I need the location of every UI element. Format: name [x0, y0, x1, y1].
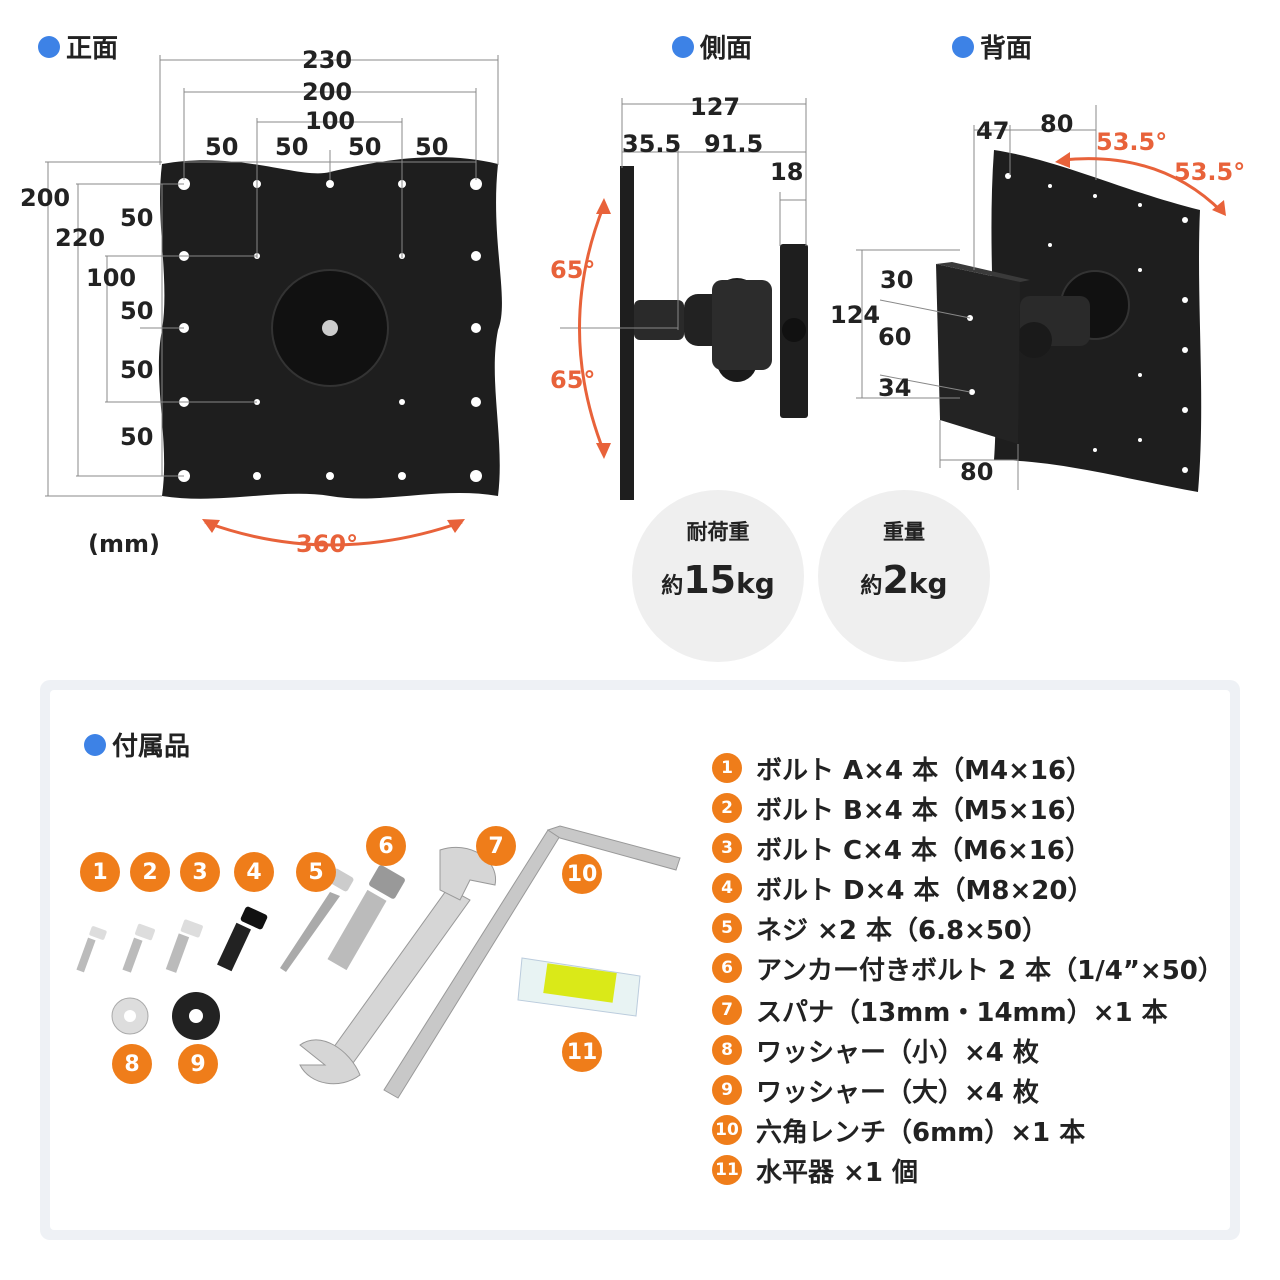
list-text: アンカー付きボルト 2 本（1/4”×50） [756, 955, 1224, 986]
list-item: 5 ネジ ×2 本（6.8×50） [712, 911, 1049, 946]
badge-label: 重量 [883, 520, 925, 544]
dim-front-h50c: 50 [120, 356, 154, 384]
dim-back-30: 30 [880, 266, 914, 294]
swivel-arrow [1061, 157, 1224, 214]
dim-front-50a: 50 [205, 133, 239, 161]
list-number: 8 [712, 1035, 742, 1065]
list-text: ボルト C×4 本（M6×16） [756, 835, 1091, 866]
badge-unit: kg [736, 567, 775, 600]
dim-side-127: 127 [690, 93, 741, 121]
dim-side-18: 18 [770, 158, 804, 186]
list-item: 9 ワッシャー（大）×4 枚 [712, 1073, 1039, 1108]
item-number-5: 5 [296, 852, 336, 892]
dim-front-h50a: 50 [120, 204, 154, 232]
dim-front-100: 100 [305, 107, 356, 135]
swivel-left-angle: 53.5° [1096, 128, 1168, 156]
list-number: 1 [712, 753, 742, 783]
list-item: 8 ワッシャー（小）×4 枚 [712, 1033, 1039, 1068]
list-item: 4 ボルト D×4 本（M8×20） [712, 871, 1094, 906]
list-item: 7 スパナ（13mm・14mm）×1 本 [712, 993, 1168, 1028]
list-number: 7 [712, 995, 742, 1025]
dim-front-200: 200 [302, 78, 353, 106]
dim-back-80-top: 80 [1040, 110, 1074, 138]
dim-front-50d: 50 [415, 133, 449, 161]
rotation-arrow [204, 520, 463, 547]
diagram-lines [45, 55, 1226, 547]
list-item: 6 アンカー付きボルト 2 本（1/4”×50） [712, 951, 1224, 986]
badge-prefix: 約 [860, 574, 883, 599]
dim-front-230: 230 [302, 46, 353, 74]
item-number-3: 3 [180, 852, 220, 892]
front-view-title: 正面 [38, 28, 118, 65]
list-number: 11 [712, 1155, 742, 1185]
list-text: ネジ ×2 本（6.8×50） [756, 915, 1049, 946]
item-number-8: 8 [112, 1044, 152, 1084]
back-view-title: 背面 [952, 28, 1032, 65]
dim-front-h200: 200 [20, 184, 71, 212]
badge-unit: kg [908, 567, 948, 600]
list-number: 2 [712, 793, 742, 823]
bullet-dot-icon [952, 35, 974, 58]
side-view-title: 側面 [672, 28, 752, 65]
tilt-arrow [578, 204, 606, 453]
dim-front-h50b: 50 [120, 297, 154, 325]
dim-back-80-bottom: 80 [960, 458, 994, 486]
item-number-6: 6 [366, 826, 406, 866]
dim-front-h100: 100 [86, 264, 137, 292]
dim-front-50b: 50 [275, 133, 309, 161]
badge-number: 15 [683, 558, 737, 602]
list-number: 3 [712, 833, 742, 863]
list-text: ワッシャー（大）×4 枚 [756, 1077, 1039, 1108]
list-text: ワッシャー（小）×4 枚 [756, 1037, 1039, 1068]
dim-back-34: 34 [878, 374, 912, 402]
badge-number: 2 [882, 558, 909, 602]
dim-side-35-5: 35.5 [622, 130, 682, 158]
swivel-right-angle: 53.5° [1174, 158, 1246, 186]
load-capacity-badge: 耐荷重 約15kg [632, 490, 804, 662]
dim-back-124: 124 [830, 301, 881, 329]
list-text: 六角レンチ（6mm）×1 本 [756, 1117, 1086, 1148]
list-number: 4 [712, 873, 742, 903]
weight-badge: 重量 約2kg [818, 490, 990, 662]
list-number: 6 [712, 953, 742, 983]
list-number: 9 [712, 1075, 742, 1105]
item-number-1: 1 [80, 852, 120, 892]
item-number-9: 9 [178, 1044, 218, 1084]
dim-front-50c: 50 [348, 133, 382, 161]
list-number: 10 [712, 1115, 742, 1145]
dim-front-h50d: 50 [120, 423, 154, 451]
list-text: 水平器 ×1 個 [756, 1157, 918, 1188]
list-text: ボルト B×4 本（M5×16） [756, 795, 1092, 826]
list-number: 5 [712, 913, 742, 943]
list-item: 3 ボルト C×4 本（M6×16） [712, 831, 1091, 866]
accessories-title: 付属品 [84, 726, 190, 763]
wall-bracket [936, 264, 1020, 444]
dim-back-47: 47 [976, 117, 1010, 145]
list-item: 11 水平器 ×1 個 [712, 1153, 918, 1188]
dim-front-h220: 220 [55, 224, 106, 252]
unit-label: (mm) [88, 530, 160, 558]
list-item: 2 ボルト B×4 本（M5×16） [712, 791, 1092, 826]
item-number-11: 11 [562, 1032, 602, 1072]
item-number-10: 10 [562, 854, 602, 894]
bullet-dot-icon [38, 35, 60, 58]
badge-prefix: 約 [661, 574, 684, 599]
item-number-7: 7 [476, 826, 516, 866]
list-item: 1 ボルト A×4 本（M4×16） [712, 751, 1093, 786]
item-number-4: 4 [234, 852, 274, 892]
bullet-dot-icon [672, 35, 694, 58]
rotation-angle: 360° [296, 530, 359, 558]
side-plate [620, 166, 634, 500]
tilt-up-angle: 65° [550, 256, 596, 284]
list-item: 10 六角レンチ（6mm）×1 本 [712, 1113, 1086, 1148]
bullet-dot-icon [84, 733, 106, 756]
dim-back-60: 60 [878, 323, 912, 351]
list-text: ボルト D×4 本（M8×20） [756, 875, 1094, 906]
list-text: ボルト A×4 本（M4×16） [756, 755, 1093, 786]
badge-label: 耐荷重 [686, 520, 750, 544]
list-text: スパナ（13mm・14mm）×1 本 [756, 997, 1168, 1028]
dim-side-91-5: 91.5 [704, 130, 764, 158]
item-number-2: 2 [130, 852, 170, 892]
tilt-down-angle: 65° [550, 366, 596, 394]
